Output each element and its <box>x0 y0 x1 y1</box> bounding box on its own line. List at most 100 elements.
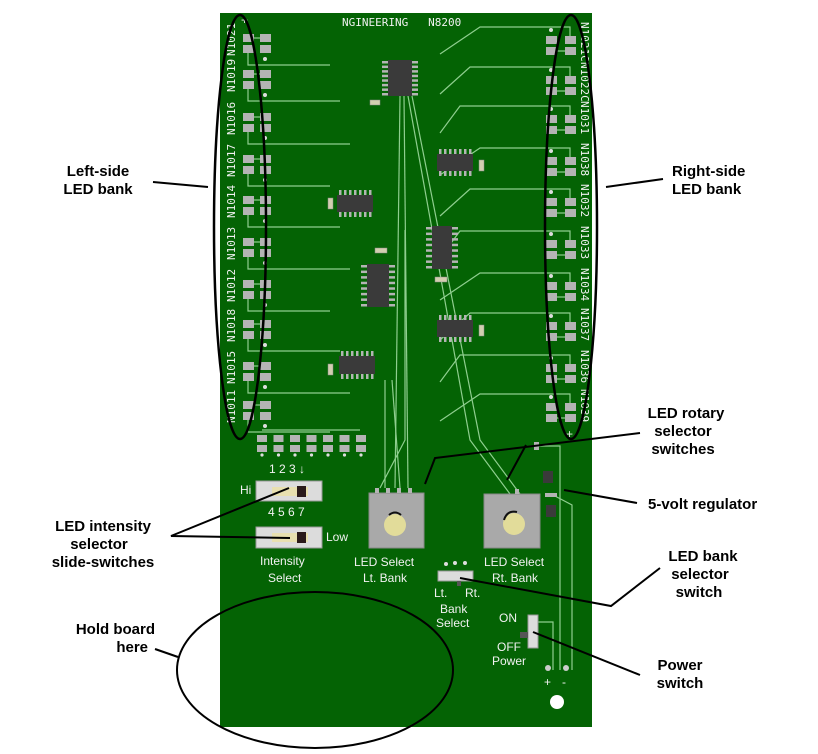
led-pad <box>243 45 254 53</box>
led-pad <box>546 157 557 165</box>
led-right: N1034 <box>546 268 591 301</box>
ic-pin <box>369 190 372 195</box>
led-pad <box>565 364 576 372</box>
led-left: N1021 <box>225 23 271 61</box>
led-pad <box>546 333 557 341</box>
leader-regulator <box>563 489 638 504</box>
led-pad <box>546 414 557 422</box>
led-pad <box>546 126 557 134</box>
ic-pin <box>426 249 432 252</box>
intensity-caption-2: Select <box>268 571 302 585</box>
intensity-switch-hi[interactable] <box>255 480 323 502</box>
ic-pin <box>426 266 432 269</box>
ic-pin <box>349 190 352 195</box>
callout-intensity: LED intensity selector slide-switches <box>52 518 155 571</box>
led-pad <box>243 34 254 42</box>
led-pad <box>546 375 557 383</box>
ic-pin <box>412 74 418 78</box>
led-pad <box>546 322 557 330</box>
power-label: Power <box>492 654 526 668</box>
bank-select-switch[interactable] <box>437 561 474 586</box>
led-label: N1015 <box>225 351 238 384</box>
ic-pin <box>341 351 344 356</box>
intensity-caption-1: Intensity <box>260 554 305 568</box>
resistor-pad <box>257 435 267 442</box>
led-left: N1019 <box>225 59 271 97</box>
led-pad <box>565 251 576 259</box>
ic-pin <box>344 212 347 217</box>
ic-body <box>337 195 373 212</box>
power-switch[interactable] <box>520 614 539 649</box>
ic-pin <box>382 83 388 87</box>
intensity-section: 1 2 3 ↓ Hi 4 5 6 7 Low Intensity Select <box>240 462 348 585</box>
right-selector-label-1: LED Select <box>484 555 545 569</box>
via <box>549 232 553 236</box>
ic-chip <box>337 190 373 217</box>
ic-pin <box>359 212 362 217</box>
leader-rotary <box>424 432 641 485</box>
trace <box>379 230 406 489</box>
ic-pin <box>469 149 472 154</box>
svg-text:Right-side: Right-side <box>672 163 745 180</box>
ic-chip <box>339 351 375 379</box>
ic-pin <box>449 171 452 176</box>
led-label: N1037 <box>578 308 591 341</box>
ic-pin <box>389 287 395 290</box>
led-pad <box>546 47 557 55</box>
led-right: N1038 <box>546 143 591 176</box>
leader-rotary-2 <box>506 444 527 481</box>
ic-pin <box>459 337 462 342</box>
svg-text:selector: selector <box>654 423 712 440</box>
ic-pin <box>439 171 442 176</box>
led-pad <box>565 87 576 95</box>
ic-pin <box>452 254 458 258</box>
svg-text:switches: switches <box>651 441 714 458</box>
led-pad <box>243 207 254 215</box>
left-bank-ellipse <box>212 13 268 441</box>
ic-pin <box>341 374 344 379</box>
leader-bank-selector <box>459 567 661 608</box>
bank-select-left: Lt. <box>434 586 447 600</box>
ic-pin <box>449 315 452 320</box>
ic-pin <box>454 149 457 154</box>
trace <box>439 105 571 134</box>
ic-pin <box>439 149 442 154</box>
led-label: N1032 <box>578 184 591 217</box>
ic-pin <box>361 287 367 290</box>
led-label: N1019 <box>225 59 238 92</box>
via <box>549 314 553 318</box>
callout-bank-selector: LED bank selector switch <box>668 548 738 601</box>
resistor <box>327 363 334 376</box>
ic-pin <box>412 79 418 82</box>
led-label: N1031 <box>578 101 591 134</box>
resistor-pad <box>306 435 317 442</box>
right-selector-label-2: Rt. Bank <box>492 571 539 585</box>
ic-pin <box>366 351 369 356</box>
rotary-selector-left[interactable] <box>368 488 425 549</box>
ic-chip <box>361 264 395 307</box>
ic-pin <box>449 337 452 342</box>
ic-pin <box>361 351 364 356</box>
leader-left-bank <box>152 181 209 188</box>
via <box>276 453 281 457</box>
ic-pin <box>426 254 432 258</box>
ic-pin <box>382 61 388 64</box>
led-label: N1016 <box>225 102 238 135</box>
led-pad <box>565 157 576 165</box>
ic-pin <box>344 190 347 195</box>
rotary-selector-right[interactable] <box>483 489 541 549</box>
led-pad <box>565 126 576 134</box>
trace <box>538 621 554 670</box>
led-pad <box>243 280 254 288</box>
resistor-pad <box>323 445 333 452</box>
ic-pin <box>389 276 395 279</box>
led-pad <box>243 412 254 420</box>
svg-text:here: here <box>116 639 148 656</box>
led-pad <box>565 209 576 217</box>
ic-pin <box>371 351 374 356</box>
ic-pin <box>359 190 362 195</box>
svg-text:Power: Power <box>657 657 702 674</box>
led-pad <box>243 320 254 328</box>
trace <box>247 174 330 187</box>
svg-text:switch: switch <box>657 675 704 692</box>
